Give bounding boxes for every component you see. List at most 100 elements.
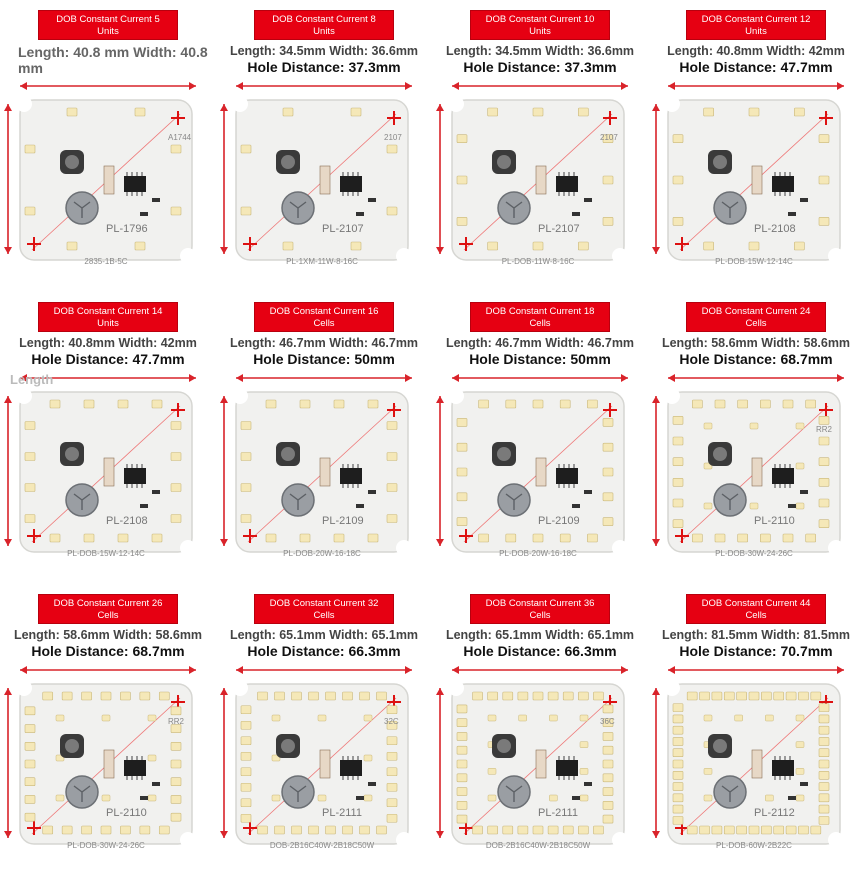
board-part-label: PL-2112 xyxy=(754,807,795,819)
hole-distance-text: Hole Distance: 50mm xyxy=(253,351,395,367)
hole-distance-text: Hole Distance: 50mm xyxy=(469,351,611,367)
product-title: DOB Constant Current 12 xyxy=(701,14,811,25)
product-title: DOB Constant Current 14 xyxy=(53,306,163,317)
board-code-label: PL-DOB-30W-24-26C xyxy=(715,549,793,558)
product-title: DOB Constant Current 24 xyxy=(701,306,811,317)
size-text: Length: 40.8mm Width: 42mm xyxy=(667,44,845,58)
product-title: DOB Constant Current 32 xyxy=(269,598,379,609)
product-unit: Units xyxy=(745,26,767,37)
board-part-label: PL-2110 xyxy=(754,515,795,527)
board-part-label: PL-1796 xyxy=(106,223,148,235)
board-part-label: PL-2108 xyxy=(106,515,148,527)
product-title: DOB Constant Current 26 xyxy=(53,598,163,609)
size-text: Length: 58.6mm Width: 58.6mm xyxy=(661,336,851,350)
hole-distance-text: Hole Distance: 66.3mm xyxy=(463,643,617,659)
board-code-label: PL-1XM-11W-8-16C xyxy=(286,257,358,266)
product-unit: Cells xyxy=(97,610,119,621)
product-unit: Cells xyxy=(529,610,551,621)
board-part-label: PL-2109 xyxy=(538,515,580,527)
board-part-label: PL-2109 xyxy=(322,515,364,527)
hole-distance-text: Hole Distance: 37.3mm xyxy=(247,59,401,75)
size-text: Length: 40.8 mm Width: 40.8 mm xyxy=(18,44,208,76)
product-title: DOB Constant Current 18 xyxy=(485,306,595,317)
board-code-label: 2835-1B-5C xyxy=(84,257,127,266)
hole-distance-text: Hole Distance: 47.7mm xyxy=(31,351,185,367)
size-text: Length: 65.1mm Width: 65.1mm xyxy=(445,628,635,642)
board-code-label: PL-DOB-11W-8-16C xyxy=(502,257,575,266)
hole-distance-text: Hole Distance: 68.7mm xyxy=(31,643,185,659)
board-side-label: 36C xyxy=(600,717,615,726)
board-code-label: PL-DOB-20W-16-18C xyxy=(283,549,361,558)
board-side-label: 2107 xyxy=(384,133,402,142)
hole-distance-text: Hole Distance: 37.3mm xyxy=(463,59,617,75)
product-dimensions: Length: 40.8 mm Width: 40.8 mm xyxy=(0,44,216,77)
board-part-label: PL-2107 xyxy=(538,223,580,235)
board-part-label: PL-2107 xyxy=(322,223,364,235)
board-side-label: 32C xyxy=(384,717,399,726)
product-unit: Units xyxy=(529,26,551,37)
size-text: Length: 46.7mm Width: 46.7mm xyxy=(229,336,419,350)
product-unit: Cells xyxy=(745,318,767,329)
hole-distance-text: Hole Distance: 68.7mm xyxy=(679,351,833,367)
size-text: Length: 40.8mm Width: 42mm xyxy=(19,336,197,350)
product-unit: Units xyxy=(97,318,119,329)
size-text: Length: 65.1mm Width: 65.1mm xyxy=(229,628,419,642)
product-unit: Cells xyxy=(745,610,767,621)
board-side-label: RR2 xyxy=(816,425,833,434)
board-code-label: PL-DOB-60W-2B22C xyxy=(716,841,792,850)
hole-distance-text: Hole Distance: 70.7mm xyxy=(679,643,833,659)
board-code-label: DOB-2B16C40W-2B18C50W xyxy=(486,841,591,850)
product-title: DOB Constant Current 8 xyxy=(272,14,376,25)
product-unit: Cells xyxy=(313,610,335,621)
board-code-label: DOB-2B16C40W-2B18C50W xyxy=(270,841,375,850)
ghost-length-label: Length xyxy=(10,372,54,387)
board-part-label: PL-2111 xyxy=(538,807,578,819)
product-title: DOB Constant Current 10 xyxy=(485,14,595,25)
product-unit: Units xyxy=(97,26,119,37)
product-title: DOB Constant Current 16 xyxy=(269,306,379,317)
size-text: Length: 34.5mm Width: 36.6mm xyxy=(229,44,419,58)
board-part-label: PL-2108 xyxy=(754,223,796,235)
hole-distance-text: Hole Distance: 66.3mm xyxy=(247,643,401,659)
